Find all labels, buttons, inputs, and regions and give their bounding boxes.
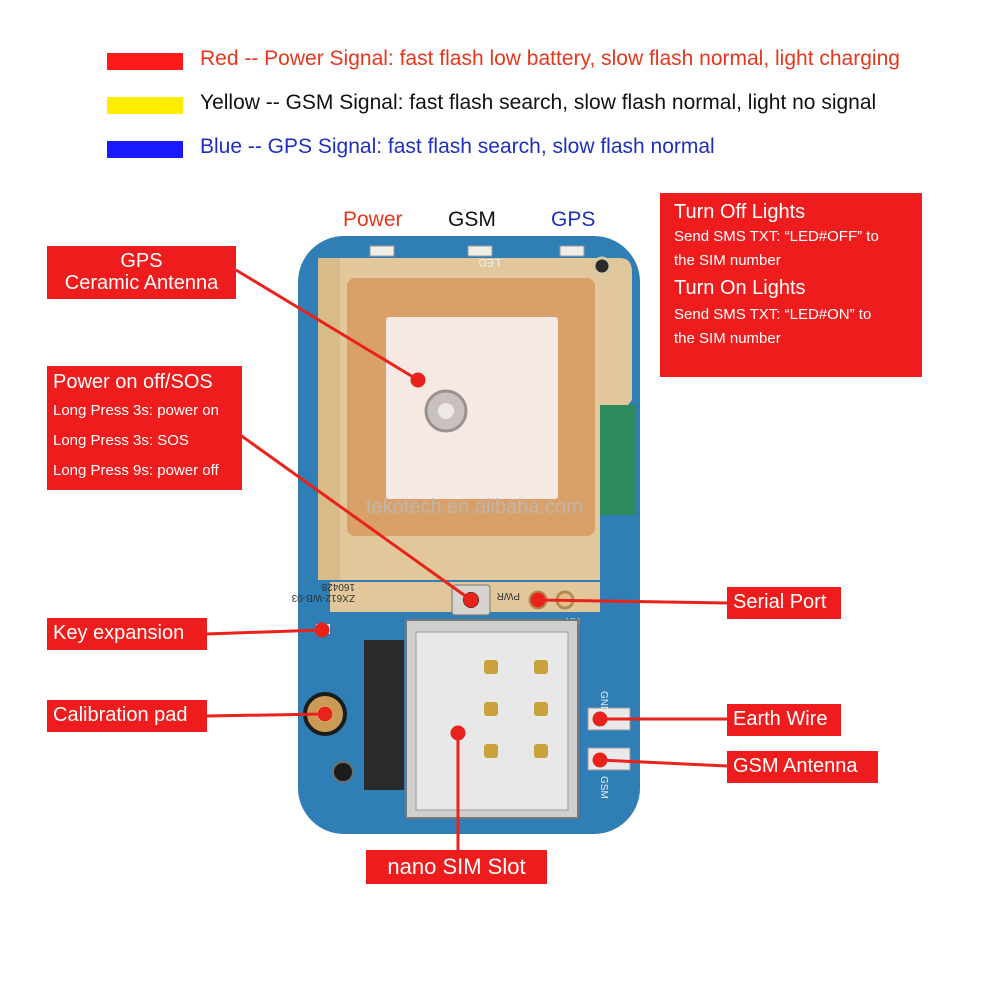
legend-row-yellow: Yellow -- GSM Signal: fast flash search,… (107, 91, 876, 116)
legend-text-blue: Blue -- GPS Signal: fast flash search, s… (200, 135, 715, 158)
red-swatch (107, 52, 183, 70)
gsm-led-label: GSM (448, 208, 496, 231)
legend-text-red: Red -- Power Signal: fast flash low batt… (200, 47, 900, 70)
nano-sim-callout: nano SIM Slot (366, 850, 547, 884)
gps-led-label: GPS (551, 208, 596, 231)
leader-lines (205, 268, 728, 850)
yellow-swatch (107, 96, 183, 114)
power-sos-callout: Power on off/SOS Long Press 3s: power on… (47, 366, 242, 490)
gsm-antenna-callout: GSM Antenna (727, 751, 878, 783)
led-silkscreen: LED (479, 256, 500, 268)
date-silkscreen: 160428 (321, 581, 355, 592)
calibration-pad-callout: Calibration pad (47, 700, 207, 732)
power-led (369, 245, 395, 257)
gps-antenna-callout: GPS Ceramic Antenna (47, 246, 236, 299)
lights-callout: Turn Off Lights Send SMS TXT: “LED#OFF” … (660, 193, 922, 377)
legend-text-yellow: Yellow -- GSM Signal: fast flash search,… (200, 91, 877, 114)
gps-antenna-patch (386, 317, 558, 499)
serial-port-callout: Serial Port (727, 587, 841, 619)
power-led-label: Power (343, 208, 403, 231)
legend-row-blue: Blue -- GPS Signal: fast flash search, s… (107, 135, 715, 160)
earth-wire-callout: Earth Wire (727, 704, 841, 736)
key-expansion-callout: Key expansion (47, 618, 207, 650)
svg-text:GSM: GSM (598, 776, 609, 799)
pwr-silkscreen: PWR (497, 590, 520, 601)
blue-swatch (107, 140, 183, 158)
gps-led (559, 245, 585, 257)
model-silkscreen: ZX612-WB-03 (291, 592, 355, 603)
gsm-led (467, 245, 493, 257)
legend-row-red: Red -- Power Signal: fast flash low batt… (107, 47, 900, 72)
sim-contacts (484, 660, 548, 758)
watermark: tekotech.en.alibaba.com (366, 496, 583, 518)
svg-text:GND: GND (598, 691, 609, 713)
